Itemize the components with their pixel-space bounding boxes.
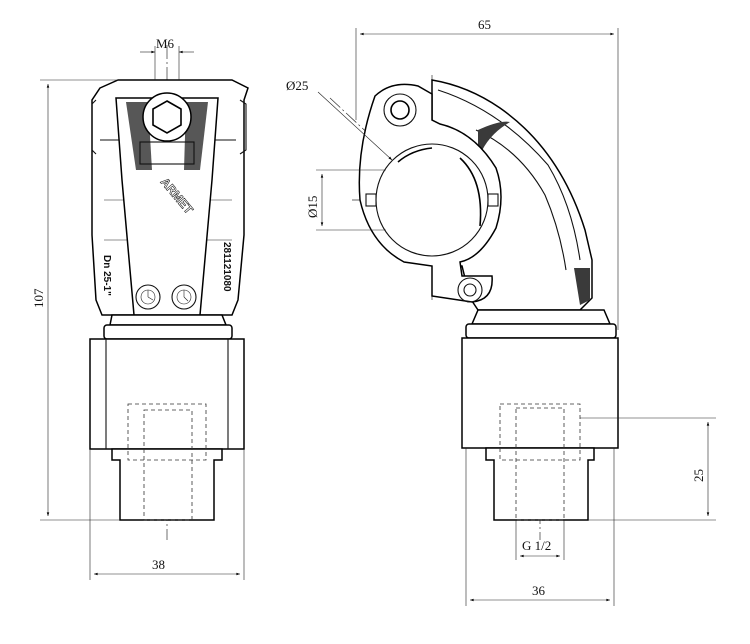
serial-marking: 281121080 [221,242,232,292]
front-hex-nut [89,338,245,450]
g12-label: G 1/2 [522,538,551,553]
front-view: ARMET Dn 25-1" 281121080 [31,36,249,580]
side-threaded-tail [485,447,595,521]
side-bolt-hole-inner [390,100,410,120]
l65-label: 65 [478,17,491,32]
size-marking: Dn 25-1" [101,255,112,296]
front-right-ear [239,99,247,155]
side-neck [470,309,612,325]
side-collar [465,323,617,339]
side-hex-nut [461,337,619,449]
front-hidden-bore-upper [127,403,207,461]
h25-label: 25 [691,469,706,482]
side-body-contour-2 [475,129,567,271]
side-body-contour-1 [437,89,581,261]
screw-head [142,92,192,142]
front-threaded-tail [111,448,223,521]
side-pin-hole-inner [463,283,477,297]
front-left-ear [91,99,97,155]
side-bore-highlight-right [459,157,482,227]
front-neck [109,314,228,326]
side-shadow-bottom [574,268,590,305]
w36-label: 36 [532,583,546,598]
side-centerline-diagonal [329,97,481,239]
side-pin-hole-outer [457,277,483,303]
w38-label: 38 [152,557,165,572]
date-stamp-left [135,284,161,310]
d25-label: Ø25 [286,78,308,93]
h107-label: 107 [31,288,46,308]
screw-shank [139,141,195,165]
side-hidden-bore [515,407,565,521]
side-view: 65 Ø25 Ø15 25 G 1/2 36 [286,17,716,606]
d15-label: Ø15 [305,196,320,218]
side-saddle-clamp [358,83,502,303]
m6-label: M6 [156,36,175,51]
d25-leader [317,91,393,161]
side-bolt-hole-outer [383,93,417,127]
front-collar [103,324,233,340]
side-seal-right [487,193,499,207]
hex-socket-icon [152,100,182,134]
front-hidden-bore [143,409,193,521]
date-stamp-right [171,284,197,310]
side-shadow-top [478,121,510,160]
side-hidden-bore-upper [499,403,581,461]
side-seal-left [365,193,377,207]
side-bore-highlight-left [397,147,433,163]
